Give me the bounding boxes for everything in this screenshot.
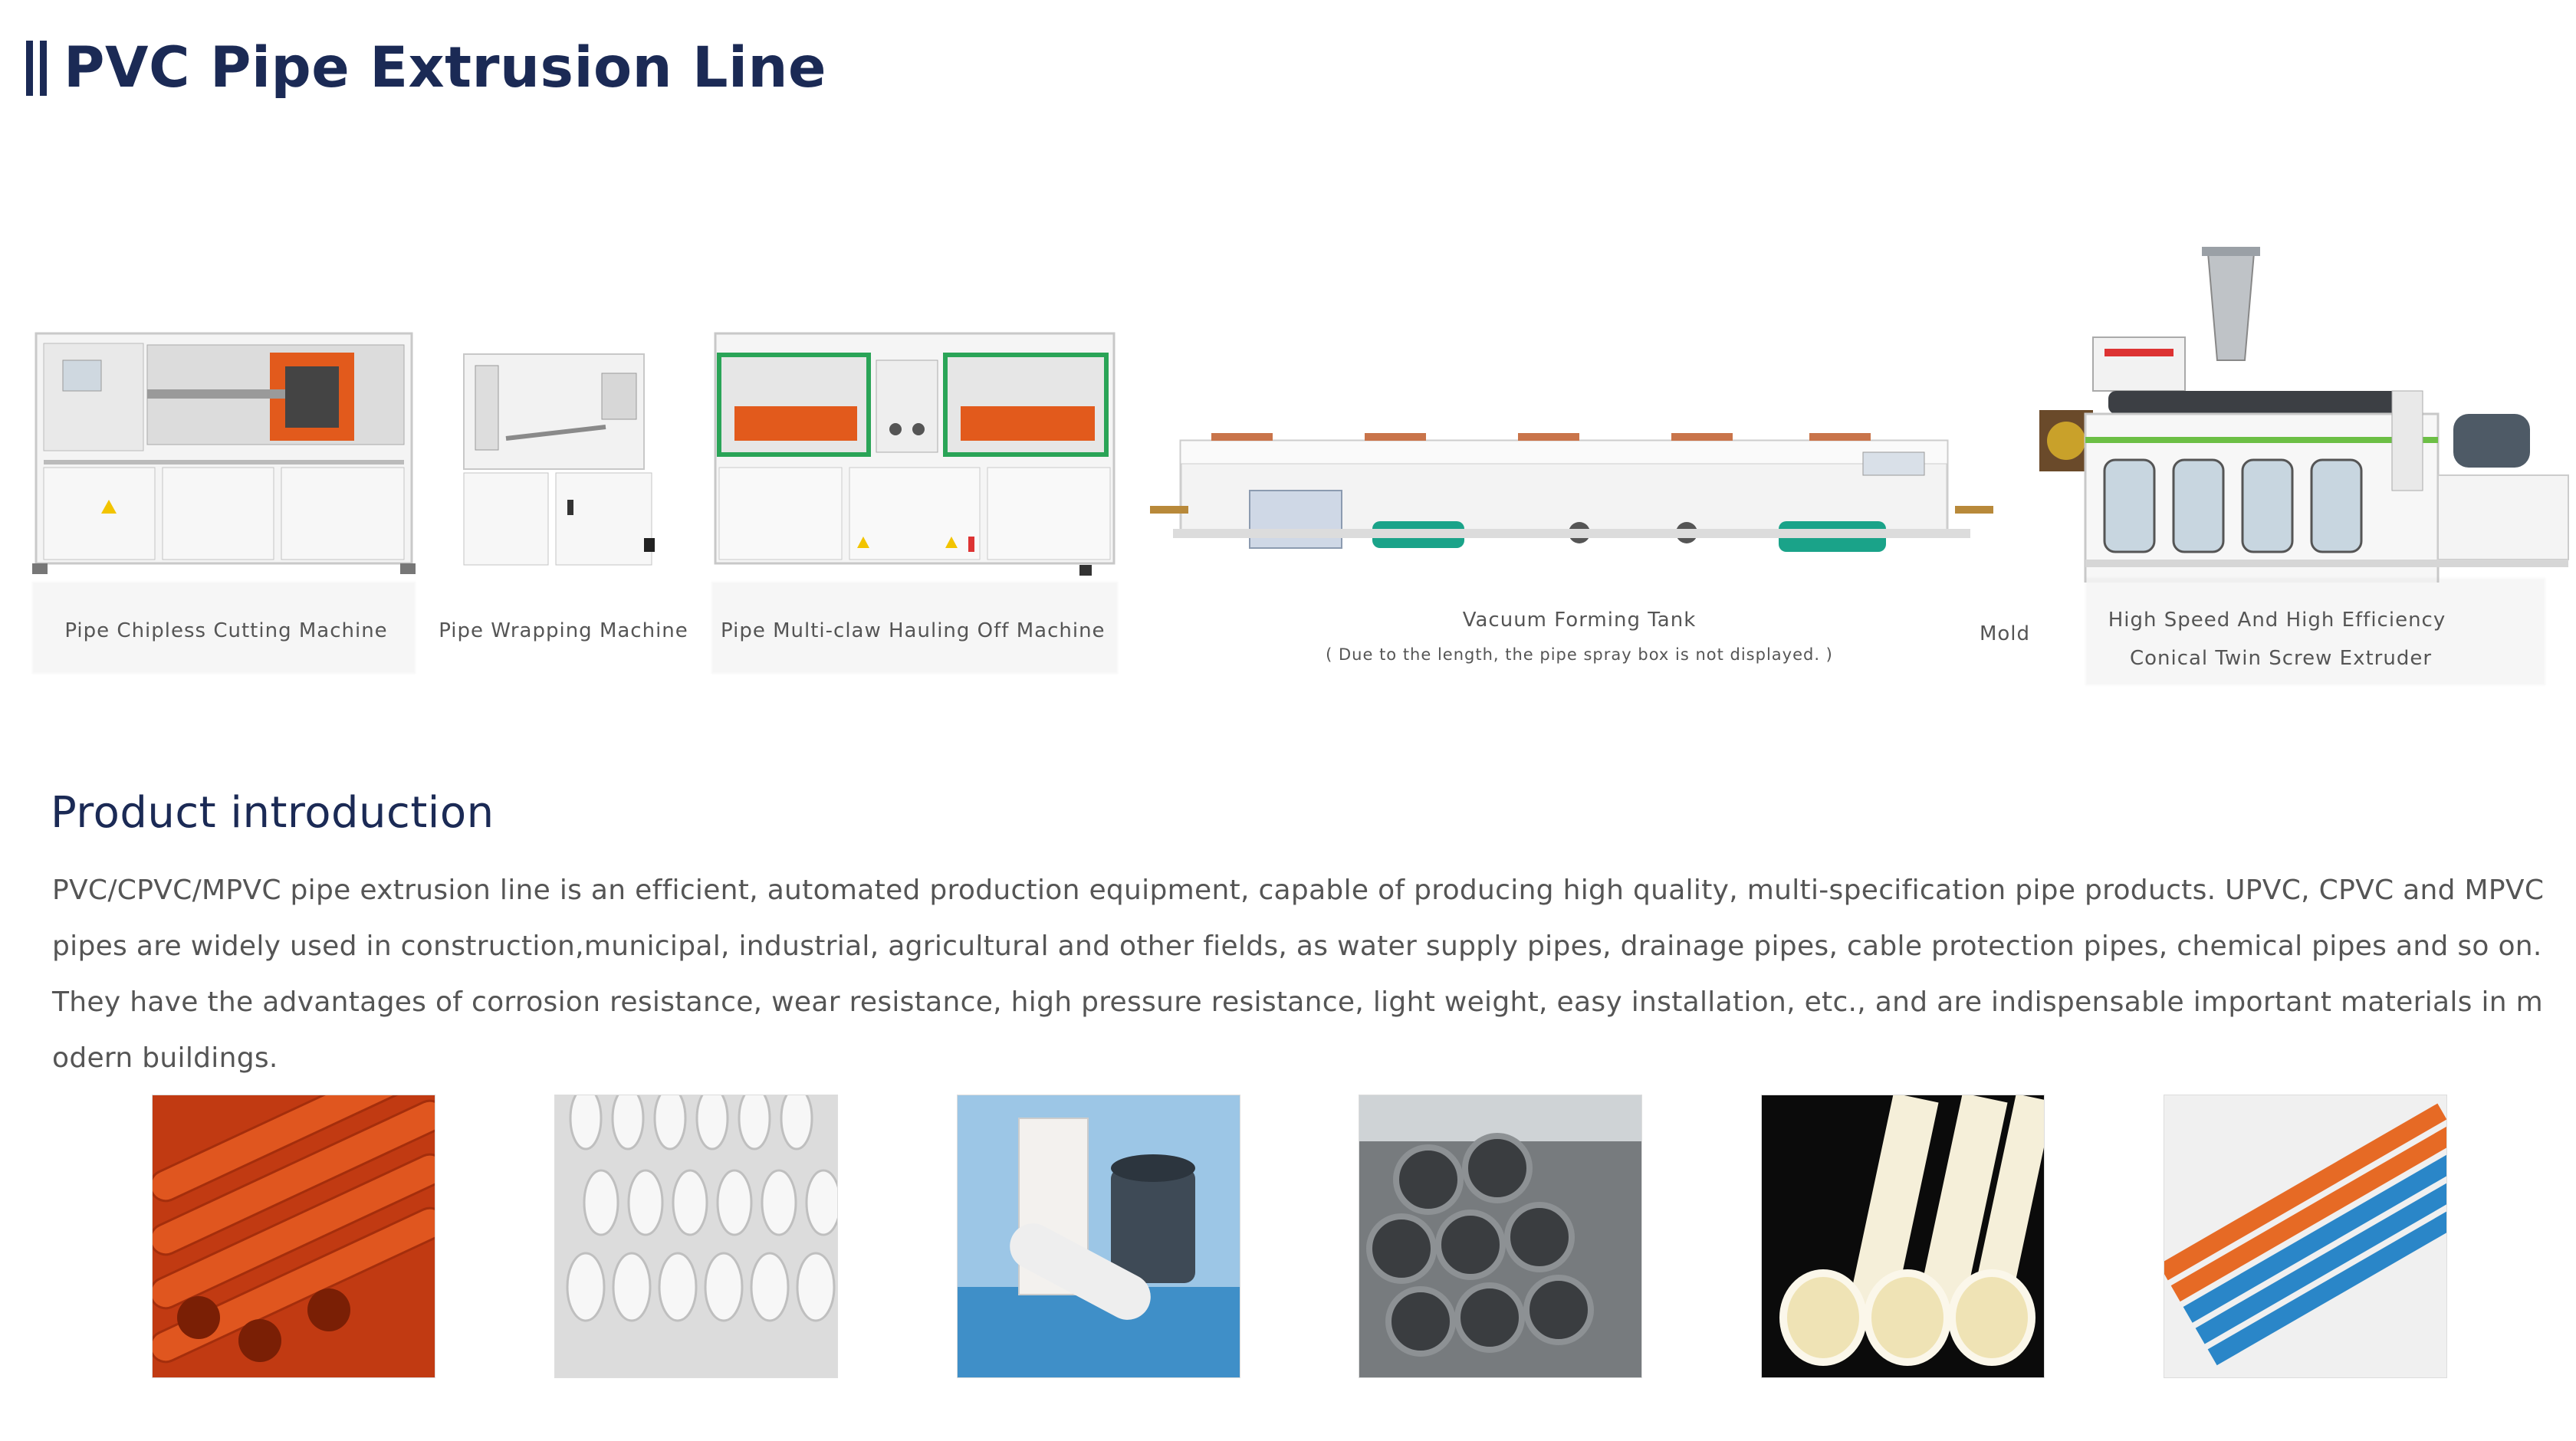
hauling-machine-reflection [711, 579, 1118, 674]
machine-label-extruder-line1: High Speed And High Efficiency [2108, 609, 2446, 632]
grey-socket-pipes-photo [1359, 1095, 1642, 1378]
machine-label-cutting: Pipe Chipless Cutting Machine [64, 619, 388, 642]
extruder-reflection [2085, 575, 2545, 685]
wrapping-machine-image [460, 350, 659, 569]
machine-note-vacuum-tank: ( Due to the length, the pipe spray box … [1326, 645, 1833, 664]
product-introduction-heading: Product introduction [51, 788, 495, 838]
orange-blue-conduit-pipes-photo [2164, 1095, 2447, 1378]
cutting-machine-image [32, 330, 416, 575]
hauling-off-machine-image [711, 330, 1118, 579]
extrusion-line-illustration: Pipe Chipless Cutting Machine Pipe Wrapp… [0, 215, 2576, 782]
twin-screw-extruder-image [2024, 230, 2576, 583]
machine-label-extruder-line2: Conical Twin Screw Extruder [2129, 647, 2433, 670]
title-bars-icon [26, 40, 47, 96]
machine-label-wrapping: Pipe Wrapping Machine [439, 619, 688, 642]
vacuum-forming-tank-image [1150, 418, 1993, 571]
machine-label-vacuum-tank: Vacuum Forming Tank [1462, 609, 1697, 632]
page-title-text: PVC Pipe Extrusion Line [64, 35, 827, 100]
machine-label-mold: Mold [1979, 622, 2031, 645]
white-pvc-pipes-photo [554, 1095, 838, 1378]
page-title: PVC Pipe Extrusion Line [26, 40, 826, 96]
product-introduction-body: PVC/CPVC/MPVC pipe extrusion line is an … [52, 875, 2545, 1074]
cutting-machine-reflection [32, 579, 416, 674]
machine-label-hauling: Pipe Multi-claw Hauling Off Machine [721, 619, 1106, 642]
cream-pipes-black-background-photo [1761, 1095, 2045, 1378]
orange-pvc-pipes-photo [152, 1095, 435, 1378]
white-drain-pipes-water-photo [957, 1095, 1240, 1378]
